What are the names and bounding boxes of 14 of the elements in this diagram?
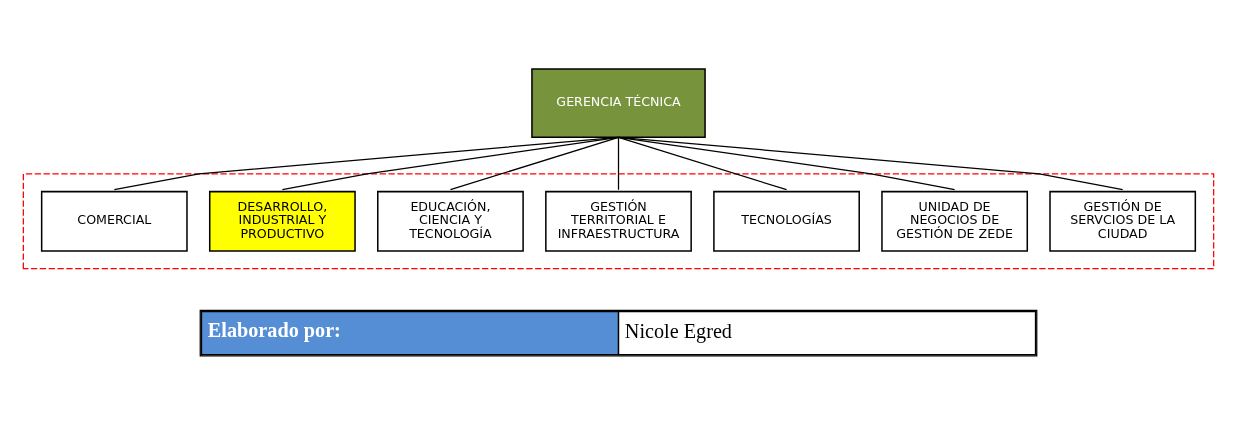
connector: [617, 136, 956, 191]
node-box: EDUCACIÓN, CIENCIA Y TECNOLOGÍA: [377, 190, 524, 252]
node-box: UNIDAD DE NEGOCIOS DE GESTIÓN DE ZEDE: [881, 190, 1029, 252]
node-box: GESTIÓN TERRITORIAL E INFRAESTRUCTURA: [545, 190, 692, 252]
connector: [617, 136, 620, 191]
label: Elaborado por:: [207, 318, 341, 341]
node-box: TECNOLOGÍAS: [713, 190, 860, 252]
label: Nicole Egred: [624, 319, 732, 342]
node-box: GESTIÓN DE SERVCIOS DE LA CIUDAD: [1049, 190, 1197, 252]
node-box: GERENCIA TÉCNICA: [531, 68, 706, 139]
connector: [281, 136, 620, 191]
node-box: COMERCIAL: [40, 190, 188, 252]
cluster: [22, 173, 1215, 270]
node-box: DESARROLLO, INDUSTRIAL Y PRODUCTIVO: [208, 190, 356, 252]
